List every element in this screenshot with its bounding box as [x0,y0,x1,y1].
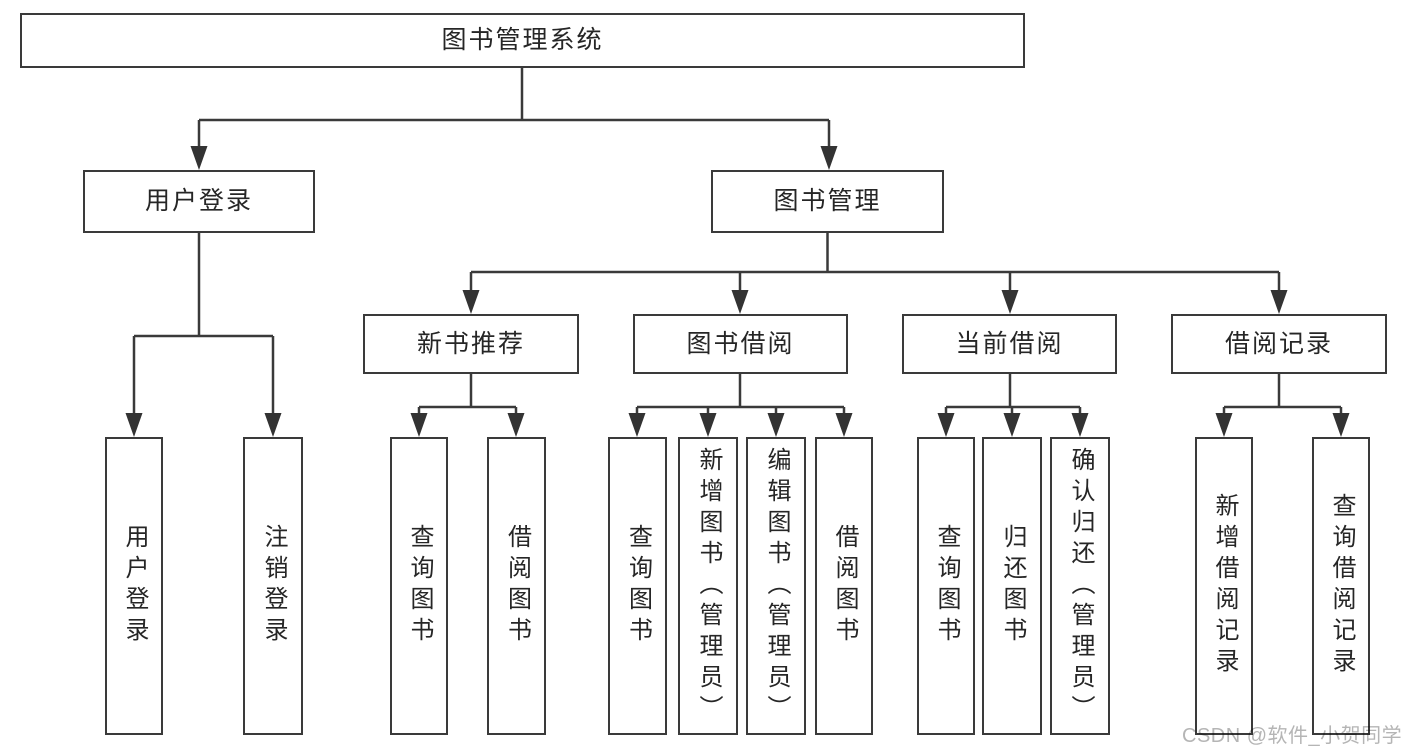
leaf-add-borrow-record: 新增借阅记录 [1195,437,1253,735]
leaf-user-login: 用户登录 [105,437,163,735]
node-book-management: 图书管理 [711,170,944,233]
arrowheads [125,146,1350,437]
leaf-query-books-borrow: 查询图书 [608,437,667,735]
leaf-query-borrow-record: 查询借阅记录 [1312,437,1370,735]
leaf-label: 借阅图书 [503,524,531,648]
leaf-label: 借阅图书 [831,524,858,648]
node-user-login: 用户登录 [83,170,315,233]
node-label: 图书管理 [773,187,882,215]
leaf-label: 确认归还（管理员） [1067,446,1094,726]
leaf-confirm-return-admin: 确认归还（管理员） [1050,437,1110,735]
leaf-return-books: 归还图书 [982,437,1042,735]
leaf-query-books-current: 查询图书 [917,437,975,735]
node-current-borrowing: 当前借阅 [902,314,1117,374]
leaf-label: 查询借阅记录 [1328,493,1355,679]
node-book-borrowing: 图书借阅 [633,314,848,374]
leaf-label: 新增借阅记录 [1211,493,1238,679]
leaf-logout-login: 注销登录 [243,437,303,735]
leaf-label: 归还图书 [999,524,1026,648]
leaf-query-books-recommend: 查询图书 [390,437,448,735]
leaf-borrow-books-recommend: 借阅图书 [487,437,546,735]
leaf-label: 查询图书 [406,524,433,648]
node-label: 用户登录 [144,187,253,215]
node-new-book-recommendation: 新书推荐 [363,314,579,374]
leaf-edit-books-admin: 编辑图书（管理员） [746,437,806,735]
csdn-watermark: CSDN @软件_小贺同学 [1182,725,1403,747]
node-label: 借阅记录 [1224,329,1333,358]
leaf-label: 用户登录 [121,524,148,648]
node-label: 图书借阅 [686,329,795,358]
node-borrow-records: 借阅记录 [1171,314,1387,374]
leaf-label: 编辑图书（管理员） [763,446,790,726]
node-label: 新书推荐 [416,329,525,358]
leaf-borrow-books: 借阅图书 [815,437,873,735]
node-label: 当前借阅 [955,329,1064,358]
leaf-label: 查询图书 [624,524,652,648]
node-library-management-system: 图书管理系统 [20,13,1025,68]
leaf-label: 查询图书 [933,524,960,648]
leaf-label: 新增图书（管理员） [695,446,722,726]
node-label: 图书管理系统 [441,26,604,54]
leaf-add-books-admin: 新增图书（管理员） [678,437,738,735]
leaf-label: 注销登录 [260,524,287,648]
